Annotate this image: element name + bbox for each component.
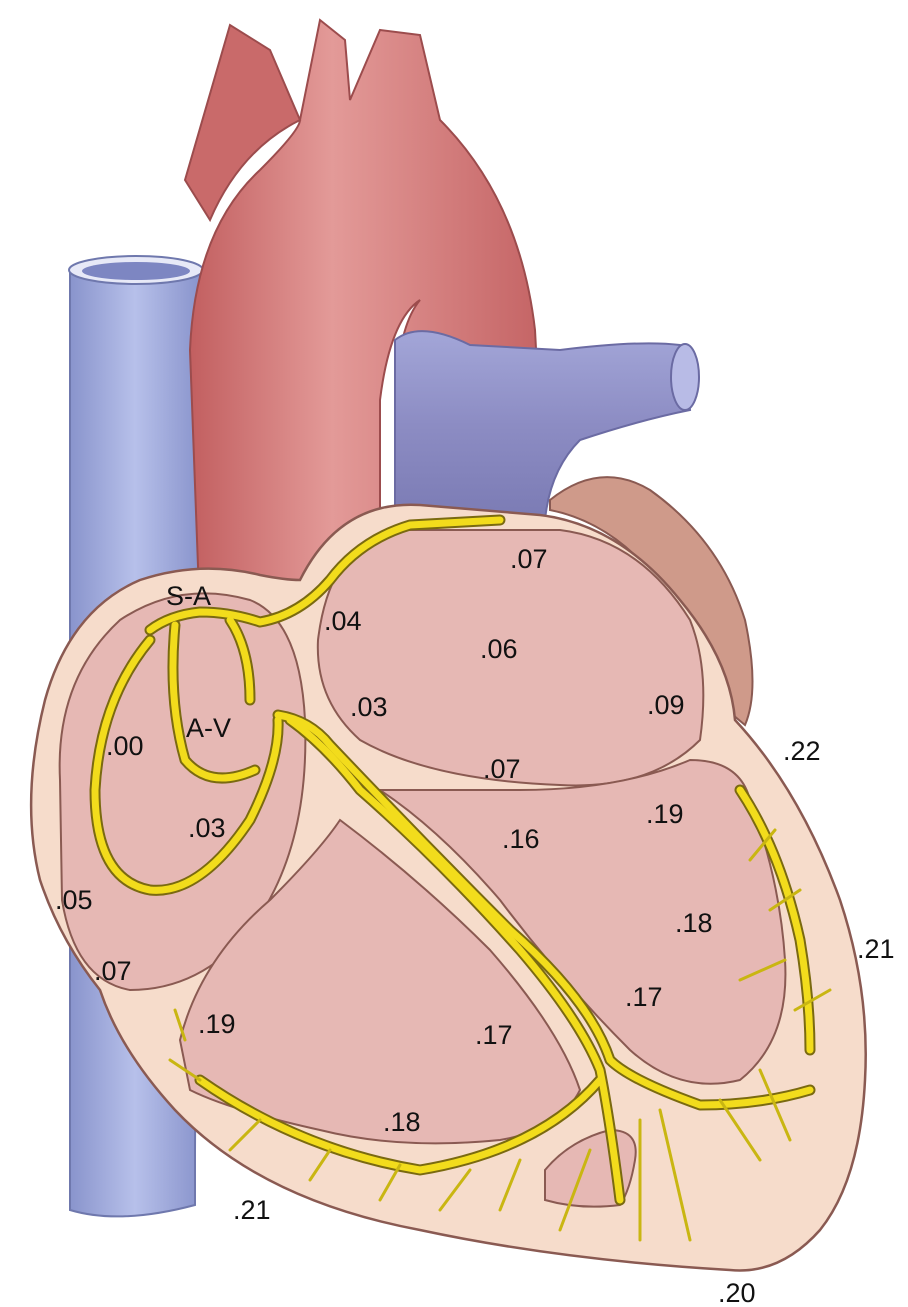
label-apex-left: .22	[783, 736, 821, 766]
label-lv-upper: .19	[646, 799, 684, 829]
label-atrium-right-upper: .04	[324, 606, 362, 636]
label-sa-origin: .00	[106, 731, 144, 761]
label-base-left: .21	[233, 1195, 271, 1225]
label-rv-upper: .19	[198, 1009, 236, 1039]
label-lv-mid: .18	[675, 908, 713, 938]
conduction-system	[89, 514, 832, 1242]
label-av-below: .03	[188, 813, 226, 843]
left-atrium-chamber	[316, 529, 705, 787]
label-ra-wall-mid: .05	[55, 885, 93, 915]
pulmonary-artery	[394, 330, 700, 521]
label-rv-lower: .18	[383, 1107, 421, 1137]
label-lv-lower: .17	[625, 982, 663, 1012]
left-ventricle-chamber	[376, 758, 787, 1085]
label-atrium-left-top: .07	[510, 544, 548, 574]
label-atrium-right-lower: .03	[350, 692, 388, 722]
label-sa-node: S-A	[166, 581, 211, 611]
label-apex-bottom: .20	[718, 1278, 756, 1307]
label-atrium-left-bottom: .07	[483, 754, 521, 784]
label-septum-lower: .17	[475, 1020, 513, 1050]
right-ventricle-chamber	[178, 818, 582, 1145]
label-atrium-left-right: .09	[647, 690, 685, 720]
timing-labels: S-A A-V .00 .04 .03 .07 .06 .09 .07 .03 …	[55, 544, 895, 1307]
label-av-node: A-V	[186, 713, 231, 743]
label-ra-wall-low: .07	[94, 956, 132, 986]
label-atrium-left-mid: .06	[480, 634, 518, 664]
label-lv-outer: .21	[857, 934, 895, 964]
label-septum-upper: .16	[502, 824, 540, 854]
